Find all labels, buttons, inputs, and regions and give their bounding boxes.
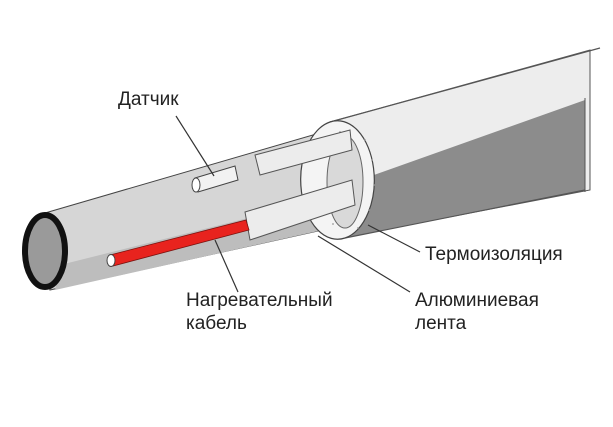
aluminium-tape <box>244 129 356 241</box>
label-aluminium-tape-line1: Алюминиевая <box>415 290 539 311</box>
insulation-body <box>329 47 601 239</box>
leader-lines <box>175 115 421 293</box>
label-insulation: Термоизоляция <box>425 244 563 265</box>
label-heating-cable-line2: кабель <box>186 313 247 334</box>
label-aluminium-tape-line2: лента <box>415 313 467 334</box>
label-heating-cable-line1: Нагревательный <box>186 290 333 311</box>
pipe-opening <box>22 212 68 290</box>
heating-cable <box>106 219 250 267</box>
label-sensor: Датчик <box>118 89 179 110</box>
sensor <box>191 165 239 193</box>
